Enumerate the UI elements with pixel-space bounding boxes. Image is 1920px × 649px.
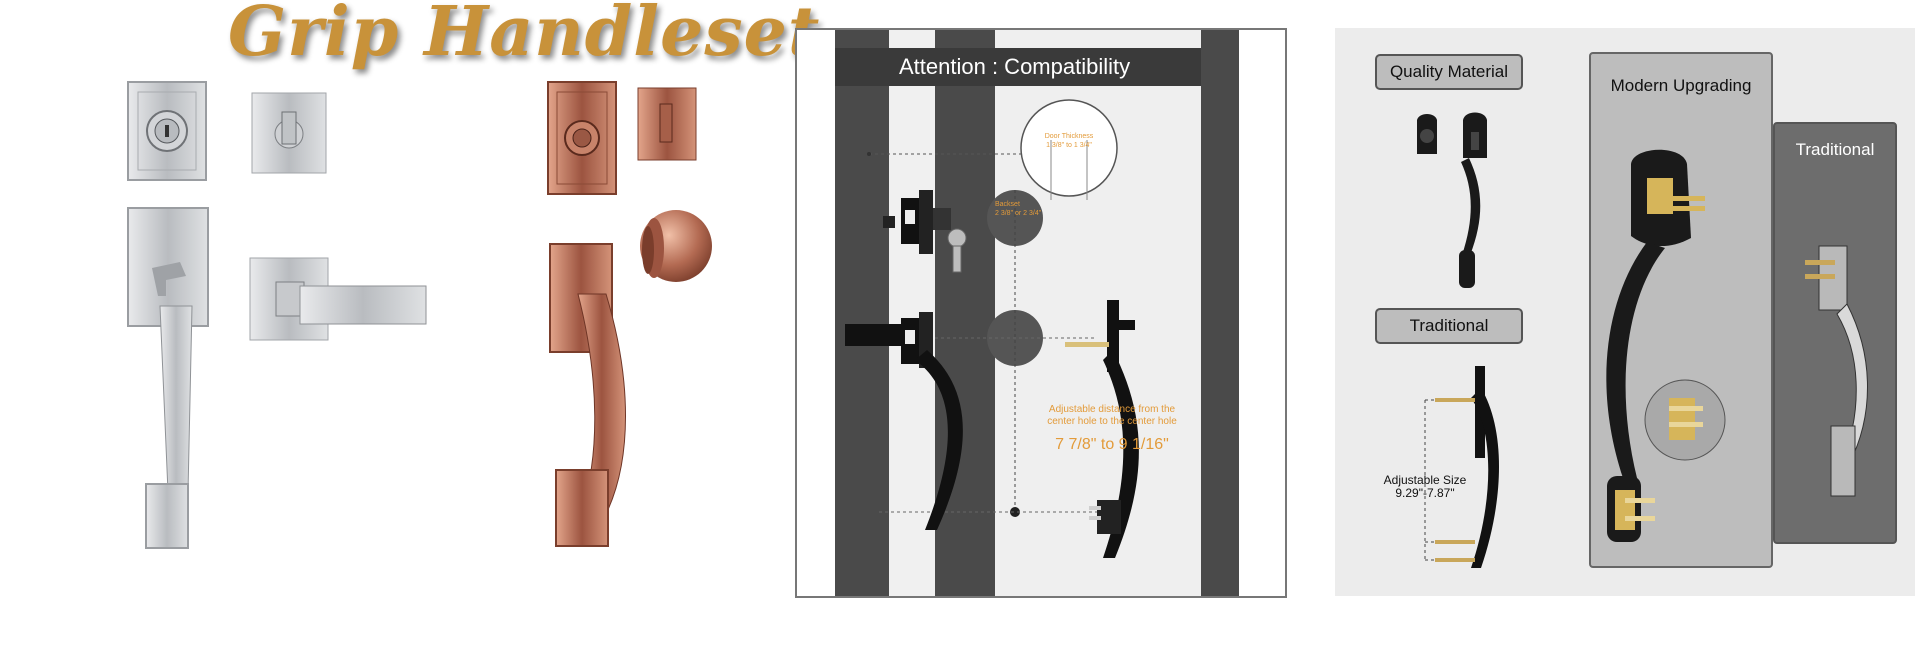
grip-handleset-title: Grip Handleset	[228, 0, 821, 72]
satin-square-lever	[249, 257, 427, 341]
copper-deadbolt	[547, 81, 617, 195]
satin-grip-handle	[127, 207, 209, 549]
compatibility-banner: Attention : Compatibility	[835, 48, 1201, 86]
door-thickness-label: Door Thickness	[1044, 133, 1094, 140]
handleset-product-illustration	[127, 81, 712, 549]
copper-grip-handle	[549, 243, 626, 547]
adjustable-range-value: 7 7/8" to 9 1/16"	[1055, 436, 1169, 453]
comparison-illustration	[1417, 112, 1868, 568]
adjustable-size-value: 9.29"-7.87"	[1395, 486, 1455, 500]
backset-label: Backset	[995, 201, 1020, 208]
backset-value: 2 3/8" or 2 3/4"	[995, 210, 1042, 217]
adjustable-size-label: Adjustable Size	[1383, 473, 1467, 487]
comparison-panel: Quality Material Traditional Modern Upgr…	[1335, 28, 1915, 596]
copper-thumbturn	[637, 87, 697, 161]
quality-material-label: Quality Material	[1375, 54, 1523, 90]
adjustable-distance-line2: center hole to the center hole	[1047, 416, 1177, 427]
traditional-left-label: Traditional	[1375, 308, 1523, 344]
modern-upgrading-label: Modern Upgrading	[1610, 76, 1752, 95]
compatibility-panel: Attention : Compatibility	[795, 28, 1287, 598]
compatibility-diagram	[845, 99, 1139, 558]
satin-thumbturn	[251, 92, 327, 174]
traditional-right-label: Traditional	[1795, 140, 1875, 159]
adjustable-distance-line1: Adjustable distance from the	[1048, 404, 1176, 415]
copper-knob	[640, 210, 712, 282]
satin-deadbolt	[127, 81, 207, 181]
door-thickness-value: 1 3/8" to 1 3/4"	[1046, 142, 1092, 149]
